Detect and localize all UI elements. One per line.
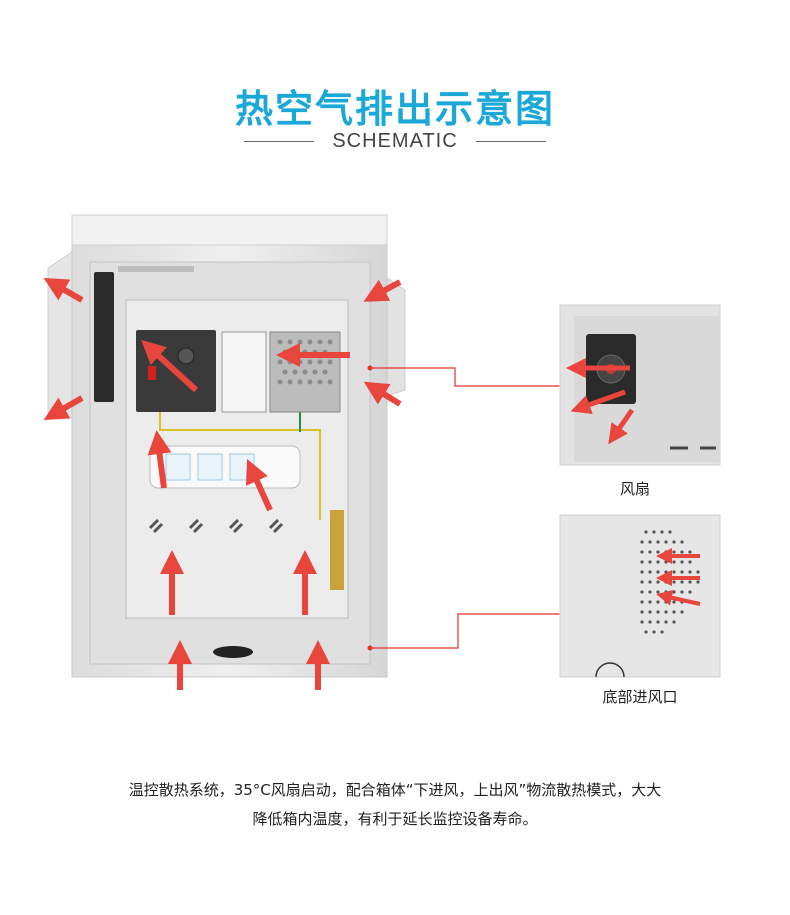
intake-vent-holes bbox=[640, 530, 700, 634]
description-line-2: 降低箱内温度，有利于延长监控设备寿命。 bbox=[252, 810, 538, 828]
intake-inset-arrows bbox=[656, 548, 701, 606]
cabinet-roof bbox=[71, 214, 388, 246]
plate-slots bbox=[148, 518, 284, 534]
airflow-arrow bbox=[245, 459, 273, 512]
airflow-arrow bbox=[363, 279, 402, 302]
cable-hole bbox=[213, 646, 253, 658]
airflow-arrows bbox=[43, 278, 402, 690]
subtitle: SCHEMATIC bbox=[332, 130, 458, 152]
wiring bbox=[159, 412, 321, 520]
airflow-arrow bbox=[141, 339, 199, 393]
intake-inset bbox=[559, 514, 721, 678]
airflow-arrow bbox=[656, 589, 701, 606]
subtitle-row: SCHEMATIC bbox=[0, 130, 790, 153]
ground-terminal bbox=[330, 510, 344, 590]
airflow-arrow bbox=[608, 408, 635, 445]
description: 温控散热系统，35°C风扇启动，配合箱体“下进风，上出风”物流散热模式，大大 降… bbox=[40, 776, 750, 834]
airflow-arrow bbox=[43, 278, 84, 303]
breaker-knob bbox=[177, 347, 195, 365]
description-line-1: 温控散热系统，35°C风扇启动，配合箱体“下进风，上出风”物流散热模式，大大 bbox=[128, 781, 662, 799]
socket-3 bbox=[229, 453, 255, 481]
intake-caption: 底部进风口 bbox=[602, 688, 678, 706]
temperature-controller bbox=[221, 331, 267, 413]
airflow-arrow bbox=[147, 430, 172, 489]
fan-inset-arrows bbox=[566, 358, 635, 445]
intake-leader-dot bbox=[367, 645, 373, 651]
airflow-arrow bbox=[43, 395, 84, 420]
socket-1 bbox=[165, 453, 191, 481]
fan-caption: 风扇 bbox=[619, 480, 650, 498]
intake-leader-line bbox=[370, 613, 560, 649]
fan-leader-dot bbox=[367, 365, 373, 371]
airflow-arrow bbox=[363, 381, 402, 407]
socket-2 bbox=[197, 453, 223, 481]
subtitle-divider-left bbox=[244, 141, 315, 142]
breaker-switch bbox=[148, 366, 156, 380]
page-title: 热空气排出示意图 bbox=[234, 87, 555, 131]
fan-unit bbox=[94, 272, 114, 402]
airflow-arrow bbox=[570, 389, 626, 415]
subtitle-divider-right bbox=[475, 141, 546, 142]
fan-bracket bbox=[118, 266, 194, 272]
intake-inset-hole bbox=[595, 662, 625, 678]
fan-leader-line bbox=[370, 367, 560, 387]
